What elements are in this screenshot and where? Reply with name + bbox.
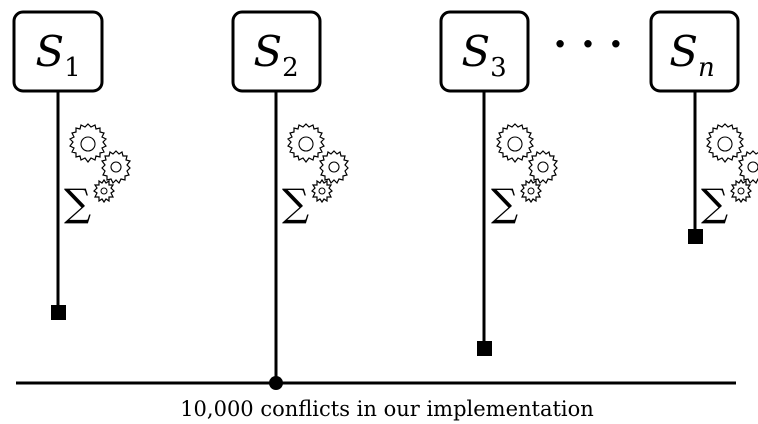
solver-s1: S1 ∑ xyxy=(12,10,131,320)
timeline-end-marker xyxy=(477,341,492,356)
sum-icon: ∑ xyxy=(701,181,728,225)
solver-label: S3 xyxy=(461,27,506,83)
solver-label: S1 xyxy=(35,27,80,83)
timeline-end-marker xyxy=(51,305,66,320)
caption: 10,000 conflicts in our implementation xyxy=(180,397,594,421)
solver-s3: S3 ∑ xyxy=(439,10,558,356)
worker-gears: ∑ xyxy=(491,123,558,225)
worker-gears: ∑ xyxy=(701,123,758,225)
solver-s2: S2 ∑ xyxy=(231,10,349,383)
worker-gears: ∑ xyxy=(282,123,349,225)
solver-label: S2 xyxy=(253,27,298,83)
solver-label: Sn xyxy=(669,27,715,83)
sum-icon: ∑ xyxy=(282,181,309,225)
timeline-end-marker xyxy=(688,229,703,244)
sum-icon: ∑ xyxy=(491,181,518,225)
solver-sn: Sn ∑ xyxy=(649,10,758,244)
sum-icon: ∑ xyxy=(64,181,91,225)
worker-gears: ∑ xyxy=(64,123,131,225)
ellipsis: · · · xyxy=(553,21,623,68)
